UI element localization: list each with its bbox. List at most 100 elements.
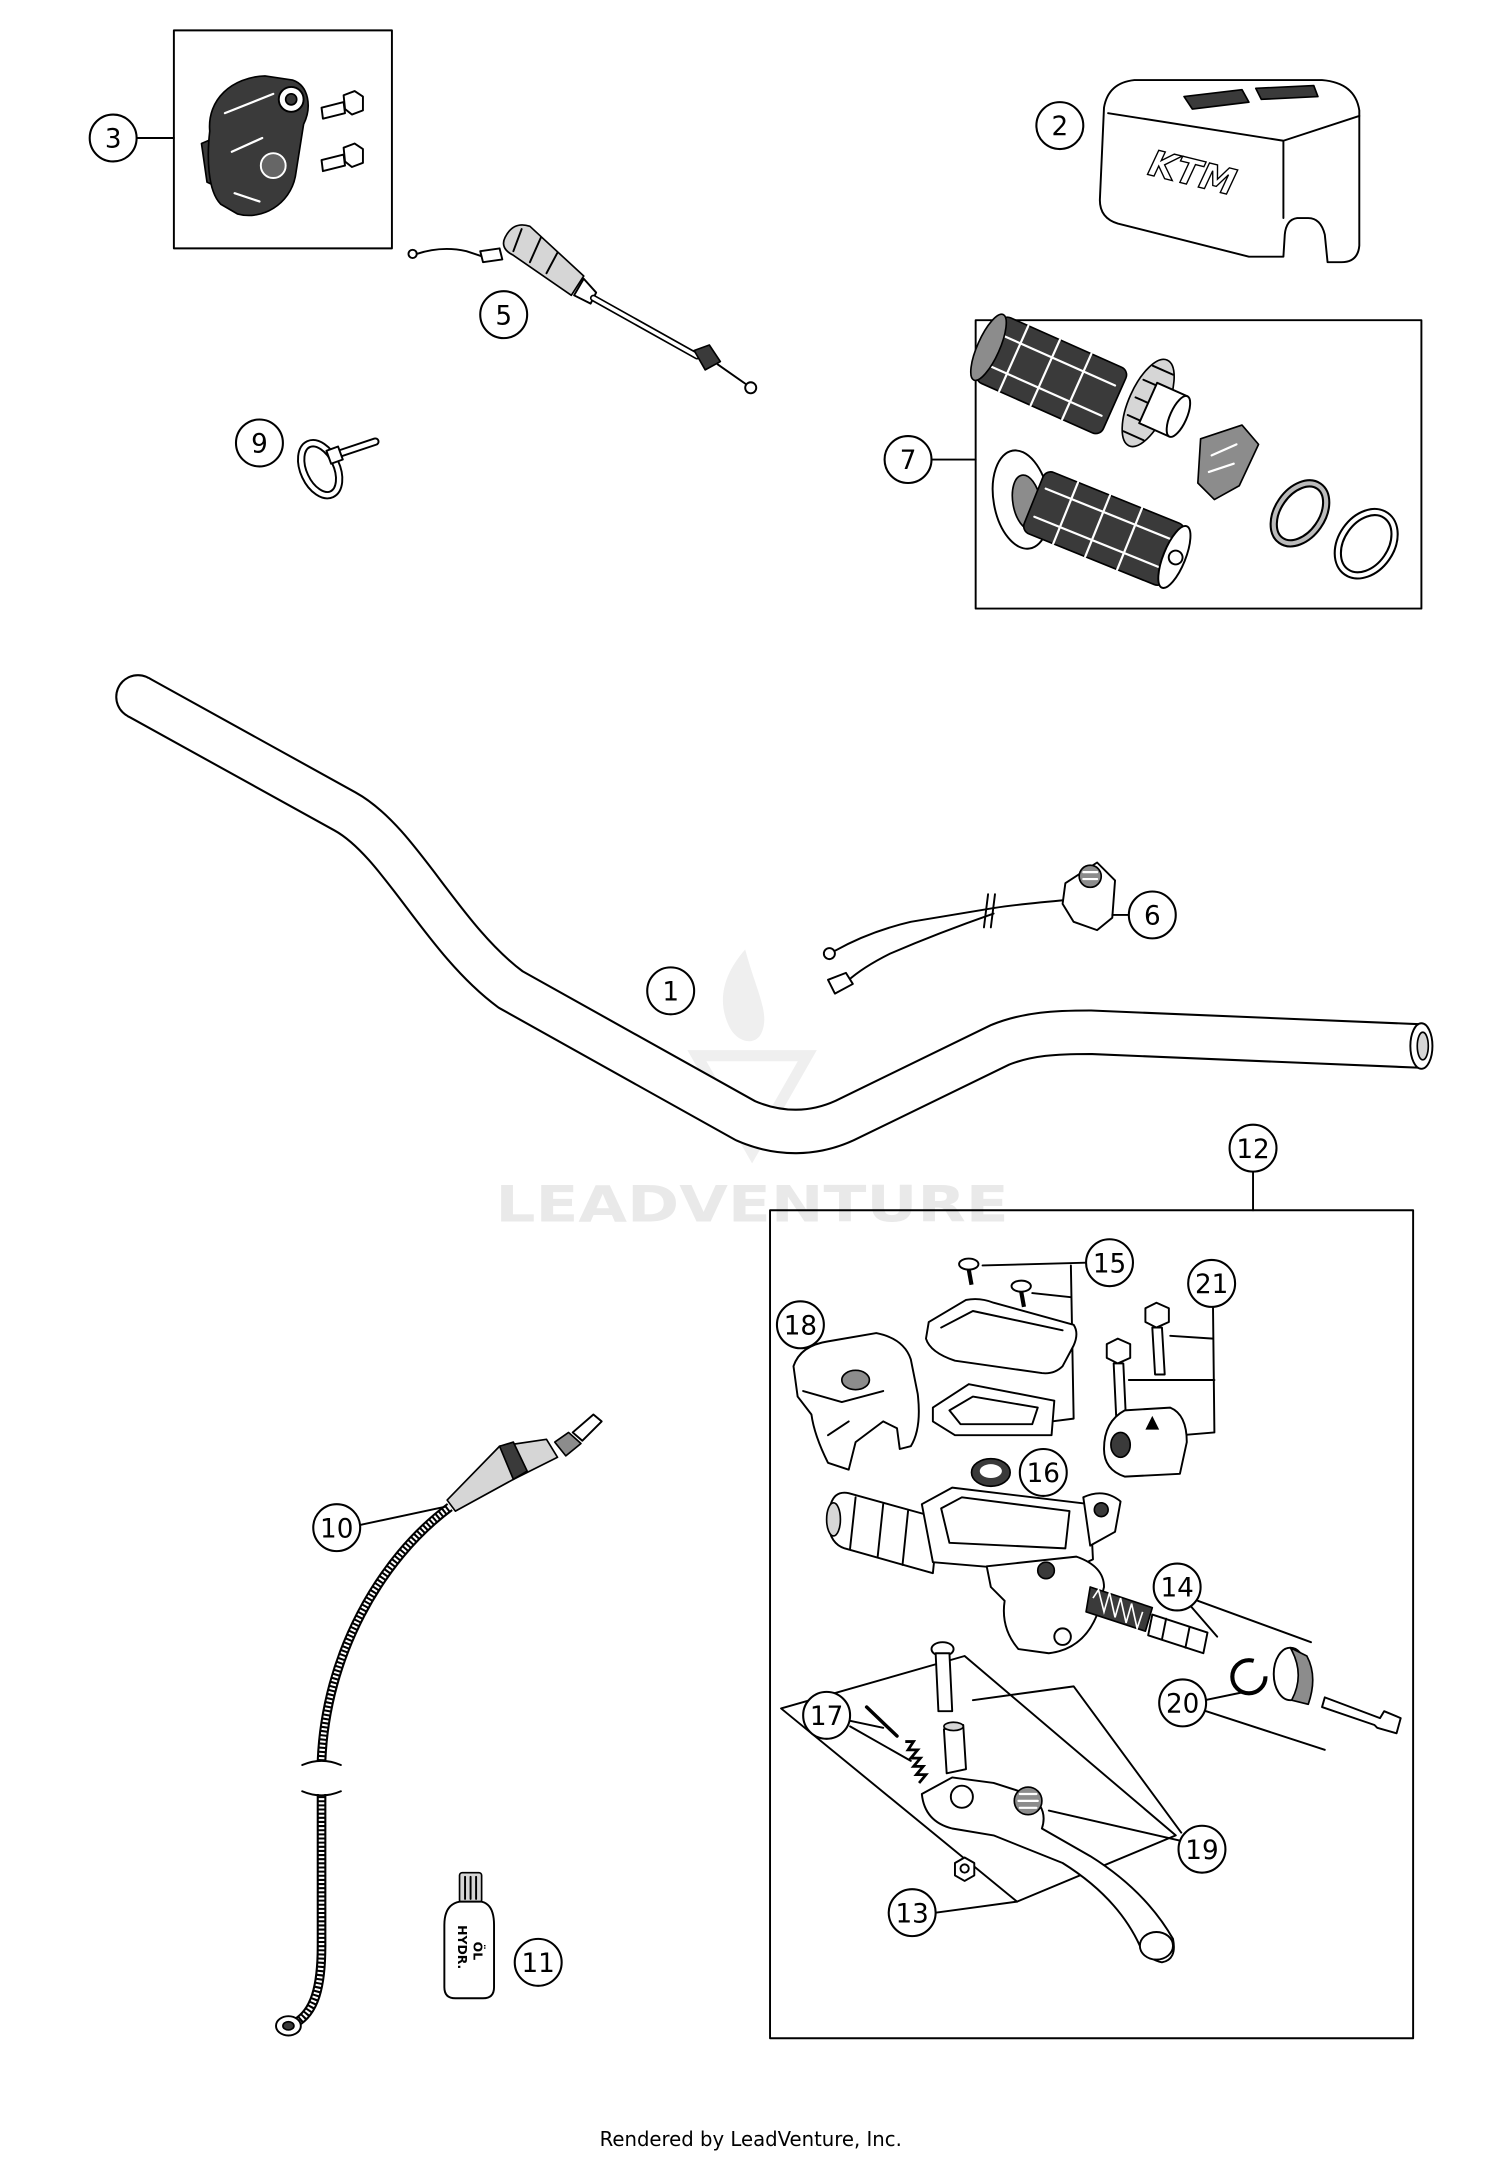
left-grip-end — [1157, 525, 1192, 589]
clamp-bolt-2-head — [1105, 1337, 1132, 1365]
throttle-grip-end — [969, 313, 1008, 382]
grip-set-box — [974, 319, 1423, 610]
throttle-housing-boss-hole — [284, 93, 298, 106]
watermark-text: LEADVENTURE — [495, 1175, 1008, 1233]
switch-wire-1 — [833, 898, 1071, 952]
clutch-lever — [920, 1776, 1175, 1964]
throttle-housing-cable-port — [259, 152, 287, 179]
callout-1[interactable]: 1 — [646, 966, 696, 1016]
callout-number: 6 — [1144, 902, 1161, 932]
callout-number: 9 — [251, 430, 268, 460]
lever-bushing — [942, 1724, 967, 1775]
clutch-hose — [275, 1413, 603, 2037]
sight-glass-lens — [979, 1464, 1002, 1478]
callout-circle — [234, 418, 284, 468]
callout-circle — [1127, 890, 1177, 940]
push-rod — [1321, 1696, 1402, 1735]
lever-cover-boss — [840, 1369, 871, 1391]
lever-cover — [792, 1332, 920, 1471]
throttle-tube-end-cap — [1165, 395, 1192, 438]
callout-number: 10 — [320, 1514, 353, 1544]
callout-20[interactable]: 20 — [1158, 1678, 1208, 1728]
cap-screw-1-head — [958, 1257, 980, 1271]
reservoir-diaphragm-inner — [948, 1395, 1039, 1426]
callout-16[interactable]: 16 — [1018, 1447, 1068, 1497]
callout-15[interactable]: 15 — [1085, 1238, 1135, 1288]
grip-set-group — [930, 313, 1423, 610]
callout-5[interactable]: 5 — [479, 290, 529, 340]
bottle-label-line-1: HYDR. — [455, 1925, 470, 1969]
master-cylinder-bracket-hole — [1093, 1501, 1109, 1518]
handlebar-clamp-arrow — [1145, 1415, 1160, 1430]
callout-11[interactable]: 11 — [513, 1937, 563, 1987]
callout-12[interactable]: 12 — [1228, 1123, 1278, 1173]
callout-circle — [775, 1300, 825, 1350]
callout-13[interactable]: 13 — [887, 1888, 937, 1938]
callout-21[interactable]: 21 — [1187, 1258, 1237, 1308]
master-cylinder-assembly — [769, 1170, 1415, 2040]
callout-6[interactable]: 6 — [1127, 890, 1177, 940]
callout-circle — [1177, 1824, 1227, 1874]
throttle-cable — [407, 224, 758, 395]
throttle-housing-box — [172, 29, 393, 250]
callout-number: 12 — [1236, 1135, 1269, 1165]
housing-bolt-1-head — [342, 90, 364, 116]
callout-circle — [513, 1937, 563, 1987]
grip-ring-2 — [1333, 507, 1399, 580]
master-cylinder-lower-body — [985, 1555, 1105, 1655]
left-grip-end-hole — [1167, 549, 1184, 566]
lever-pivot-hole — [949, 1784, 974, 1809]
throttle-tube-flange — [1121, 358, 1192, 448]
throttle-cam — [1197, 424, 1260, 501]
reservoir-cap-edge — [940, 1310, 1064, 1332]
grip-ring-1-fill — [1271, 481, 1329, 546]
hose-braid-lower — [293, 1793, 325, 2026]
adjuster-spring — [905, 1740, 929, 1784]
throttle-grip-ribs — [986, 324, 1117, 421]
leader-20 — [1203, 1690, 1326, 1751]
handlebar-right-end-bore — [1416, 1031, 1430, 1061]
leader-17 — [849, 1719, 912, 1762]
hose-braid-upper — [318, 1504, 452, 1761]
callout-number: 2 — [1051, 112, 1068, 142]
lever-adjuster-knurl — [1017, 1792, 1039, 1809]
callout-10[interactable]: 10 — [312, 1503, 362, 1553]
grip-ring-2-fill — [1335, 510, 1397, 578]
reservoir-diaphragm — [931, 1383, 1056, 1437]
pivot-bolt-shank — [934, 1652, 954, 1713]
callout-circle — [1158, 1678, 1208, 1728]
switch-wire-connector — [827, 971, 854, 995]
callout-number: 18 — [784, 1311, 817, 1341]
callout-number: 20 — [1166, 1690, 1199, 1720]
bar-pad-body — [1098, 79, 1361, 264]
master-cylinder-boss — [1036, 1561, 1056, 1580]
leader-13 — [934, 1900, 1019, 1914]
cap-screw-1-shank — [966, 1269, 974, 1286]
dust-boot-body — [1289, 1646, 1314, 1706]
bar-pad-top-graphic — [1183, 84, 1319, 110]
master-cylinder-bracket — [1082, 1492, 1122, 1547]
switch-button-knurl — [1082, 871, 1099, 881]
callout-circle — [887, 1888, 937, 1938]
callout-2[interactable]: 2 — [1035, 101, 1085, 151]
callout-9[interactable]: 9 — [234, 418, 284, 468]
bottle-label-line-2: ÖL — [470, 1942, 485, 1961]
callout-19[interactable]: 19 — [1177, 1824, 1227, 1874]
piston-spring — [1092, 1587, 1144, 1632]
callout-14[interactable]: 14 — [1152, 1562, 1202, 1612]
handlebar-tube-outline — [126, 676, 1423, 1155]
housing-bolt-2-shank — [320, 153, 346, 173]
callout-17[interactable]: 17 — [802, 1690, 852, 1740]
callout-number: 3 — [105, 125, 122, 155]
callout-3[interactable]: 3 — [88, 113, 138, 163]
throttle-cable-eyelet — [407, 248, 418, 260]
throttle-cable-ferrule — [479, 247, 504, 264]
left-grip — [991, 449, 1192, 589]
callout-18[interactable]: 18 — [775, 1300, 825, 1350]
pivot-nut — [953, 1856, 976, 1882]
handlebar-clamp — [1103, 1406, 1188, 1478]
callout-number: 16 — [1027, 1459, 1060, 1489]
callout-7[interactable]: 7 — [883, 435, 933, 485]
handlebar-clamp-hole — [1110, 1431, 1132, 1459]
